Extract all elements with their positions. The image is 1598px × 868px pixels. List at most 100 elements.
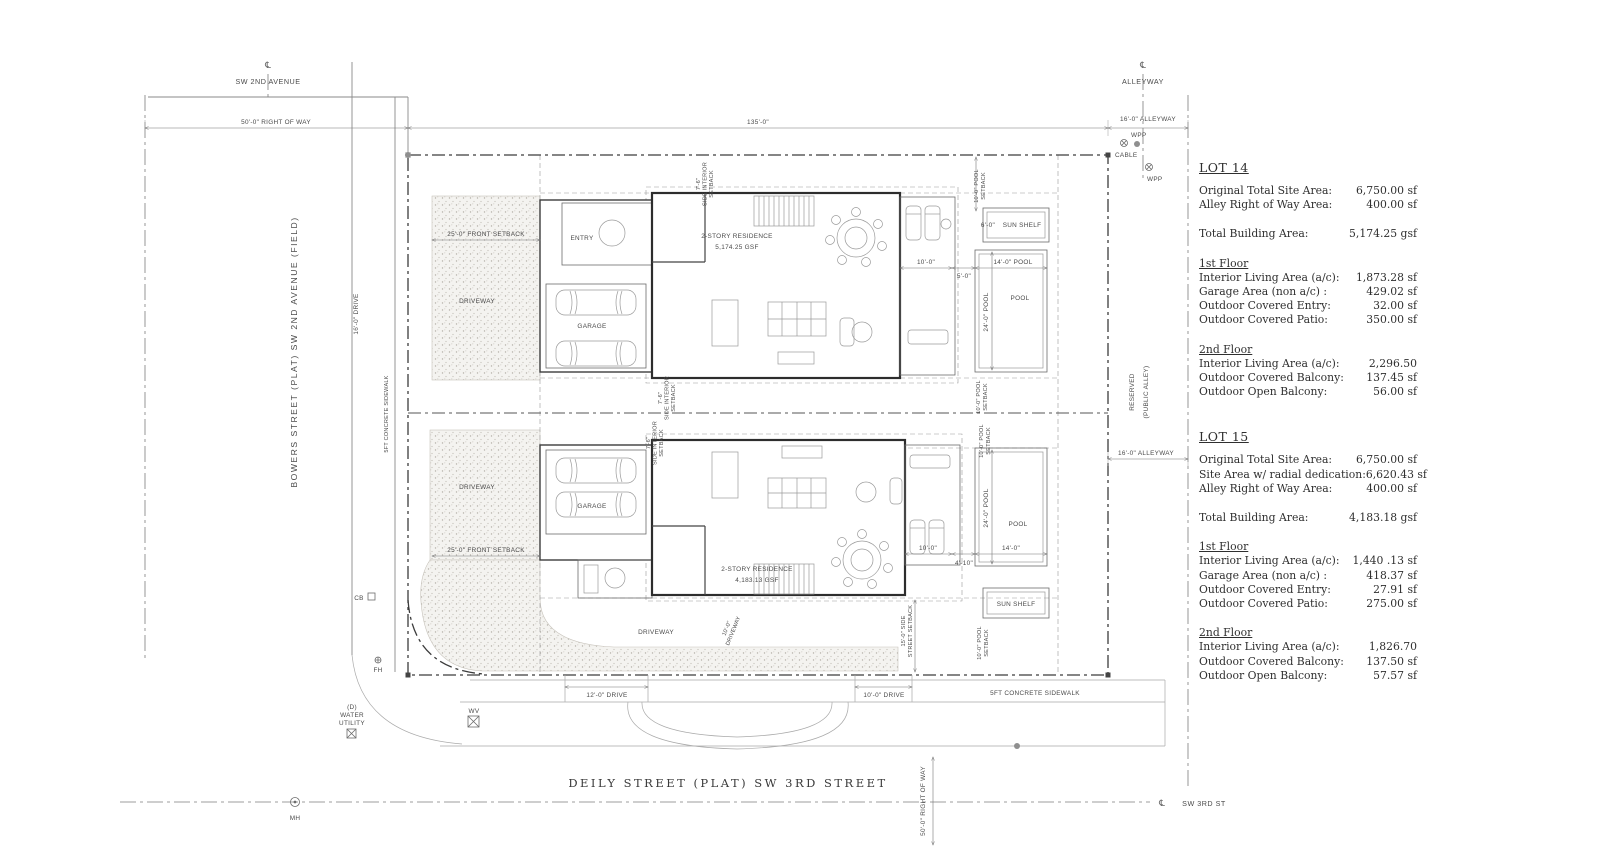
label-reserved: RESERVED xyxy=(1129,373,1136,411)
table-row: Outdoor Open Balcony:56.00 sf xyxy=(1199,385,1417,399)
dim-4-10-lot15: 4'-10" xyxy=(955,560,973,567)
label-fh: FH xyxy=(373,667,382,674)
label-residence-lot14: 2-STORY RESIDENCE xyxy=(701,233,773,240)
dim-line1: 7'-6" xyxy=(658,392,664,404)
row-value: 5,174.25 gsf xyxy=(1349,227,1417,241)
row-label: Garage Area (non a/c) : xyxy=(1199,568,1328,582)
lot14-building xyxy=(539,191,956,380)
dim-pool-setback-lot14-bottom: 10'-0" POOL SETBACK xyxy=(976,380,989,414)
label-utility: UTILITY xyxy=(339,720,365,727)
label-driveway-lot15: DRIVEWAY xyxy=(459,484,495,491)
table-row: Interior Living Area (a/c):1,826.70 xyxy=(1199,640,1417,654)
row-label: Interior Living Area (a/c): xyxy=(1199,270,1340,284)
dim-side-setback-lot14-top: 7'-6" SIDE INTERIOR SETBACK xyxy=(696,162,715,206)
dim-line3: SETBACK xyxy=(659,429,665,457)
row-label: Outdoor Covered Entry: xyxy=(1199,299,1331,313)
row-value: 1,440 .13 sf xyxy=(1352,554,1417,568)
table-row: Garage Area (non a/c) :418.37 sf xyxy=(1199,569,1417,583)
dim-16ft-alleyway-mid: 16'-0" ALLEYWAY xyxy=(1118,450,1174,457)
table-row: Outdoor Covered Balcony: 137.50 sf xyxy=(1199,655,1417,669)
table-row: Garage Area (non a/c) :429.02 sf xyxy=(1199,285,1417,299)
catch-basin-icon xyxy=(367,592,376,601)
dim-5ft-lot14: 5'-0" xyxy=(957,273,971,280)
table-row: Outdoor Covered Entry:27.91 sf xyxy=(1199,583,1417,597)
lot14-kitchen-island xyxy=(767,301,827,337)
dim-135ft: 135'-0" xyxy=(747,119,769,126)
spacer xyxy=(1199,328,1417,343)
lot15-kitchen-island xyxy=(767,477,827,509)
dim-line1: 10'-0" POOL xyxy=(979,424,985,458)
label-wpp-1: WPP xyxy=(1131,132,1146,139)
dim-side-setback-lot15-top: 7'-6" SIDE INTERIOR SETBACK xyxy=(646,421,665,465)
row-value: 6,620.43 sf xyxy=(1365,467,1427,481)
floor-heading: 2nd Floor xyxy=(1199,626,1253,640)
row-label: Site Area w/ radial dedication: xyxy=(1199,467,1366,481)
row-value: 6,750.00 sf xyxy=(1355,453,1417,467)
driveway-paving xyxy=(420,195,899,672)
lot14-second-floor-overhang xyxy=(645,186,959,384)
label-public-alley: (PUBLIC ALLEY) xyxy=(1143,366,1150,419)
dim-line3: SETBACK xyxy=(709,170,715,198)
row-label: Outdoor Covered Patio: xyxy=(1199,597,1328,611)
spacer xyxy=(1199,611,1417,626)
lot14-covered-patio xyxy=(899,196,956,376)
label-cb: CB xyxy=(354,595,363,602)
centerline-symbol-icon: ℄ xyxy=(1158,799,1165,809)
table-row: Alley Right of Way Area:400.00 sf xyxy=(1199,198,1417,212)
fire-hydrant-icon xyxy=(374,656,382,664)
spacer xyxy=(1199,496,1417,511)
spacer xyxy=(1199,212,1417,227)
dim-line1: 7'-6" xyxy=(646,437,652,449)
row-label: Outdoor Covered Entry: xyxy=(1199,582,1331,596)
row-label: Interior Living Area (a/c): xyxy=(1199,640,1340,654)
table-row: Interior Living Area (a/c): 2,296.50 xyxy=(1199,357,1417,371)
lot14-pool xyxy=(974,207,1050,373)
floor-heading: 1st Floor xyxy=(1199,540,1249,554)
table-row: Interior Living Area (a/c): 1,440 .13 sf xyxy=(1199,554,1417,568)
label-residence-lot15-area: 4,183.13 GSF xyxy=(735,577,778,584)
row-label: Outdoor Covered Patio: xyxy=(1199,313,1328,327)
dim-10ft-patio-lot15: 10'-0" xyxy=(919,545,937,552)
dim-10ft-patio-lot14: 10'-0" xyxy=(917,259,935,266)
table-row-total: Total Building Area:5,174.25 gsf xyxy=(1199,227,1417,241)
street-apron-inner xyxy=(641,701,833,738)
dim-16ft-alleyway-top: 16'-0" ALLEYWAY xyxy=(1120,116,1176,123)
row-label: Interior Living Area (a/c): xyxy=(1199,356,1340,370)
dim-line2: SIDE INTERIOR xyxy=(703,162,709,206)
table-row: Outdoor Covered Entry:32.00 sf xyxy=(1199,299,1417,313)
power-pole-icon xyxy=(1120,139,1128,147)
label-garage-lot15: GARAGE xyxy=(577,503,606,510)
row-label: Outdoor Covered Balcony: xyxy=(1199,654,1344,668)
dim-50ft-row-top: 50'-0" RIGHT OF WAY xyxy=(241,119,311,126)
row-label: Interior Living Area (a/c): xyxy=(1199,554,1340,568)
label-garage-lot14: GARAGE xyxy=(577,323,606,330)
row-value: 57.57 sf xyxy=(1373,668,1417,682)
label-water: WATER xyxy=(340,712,364,719)
label-sw-3rd-st: SW 3RD ST xyxy=(1182,799,1226,808)
dim-12ft-drive: 12'-0" DRIVE xyxy=(586,692,627,699)
dim-10ft-driveway: 10'-0" DRIVEWAY xyxy=(722,616,743,647)
row-label: Outdoor Covered Balcony: xyxy=(1199,371,1344,385)
row-value: 137.50 sf xyxy=(1366,654,1417,668)
row-value: 400.00 sf xyxy=(1366,481,1417,495)
label-sw-2nd-avenue: SW 2ND AVENUE xyxy=(235,77,300,86)
label-driveway-lot14: DRIVEWAY xyxy=(459,298,495,305)
label-sidewalk-bottom: 5FT CONCRETE SIDEWALK xyxy=(990,690,1080,697)
label-alleyway: ALLEYWAY xyxy=(1122,77,1164,86)
table-row: Site Area w/ radial dedication:6,620.43 … xyxy=(1199,467,1427,482)
property-boundary xyxy=(405,141,1140,749)
lot15-sun-shelf xyxy=(982,587,1050,619)
row-value: 6,750.00 sf xyxy=(1355,184,1417,197)
label-wv: WV xyxy=(469,708,480,715)
dim-side-street-setback: 15'-0" SIDE STREET SETBACK xyxy=(901,605,914,657)
table-row: Outdoor Open Balcony: 57.57 sf xyxy=(1199,669,1417,683)
row-label: Outdoor Open Balcony: xyxy=(1199,668,1328,682)
dim-line1: 10'-0" POOL xyxy=(976,380,982,414)
row-value: 2,296.50 xyxy=(1368,356,1417,370)
table-row: Outdoor Covered Patio:275.00 sf xyxy=(1199,597,1417,611)
row-value: 429.02 sf xyxy=(1366,285,1417,299)
dim-line1: 15'-0" SIDE xyxy=(901,615,907,646)
dim-front-setback-lot14: 25'-0" FRONT SETBACK xyxy=(447,231,525,238)
lot15-covered-entry xyxy=(577,559,653,599)
